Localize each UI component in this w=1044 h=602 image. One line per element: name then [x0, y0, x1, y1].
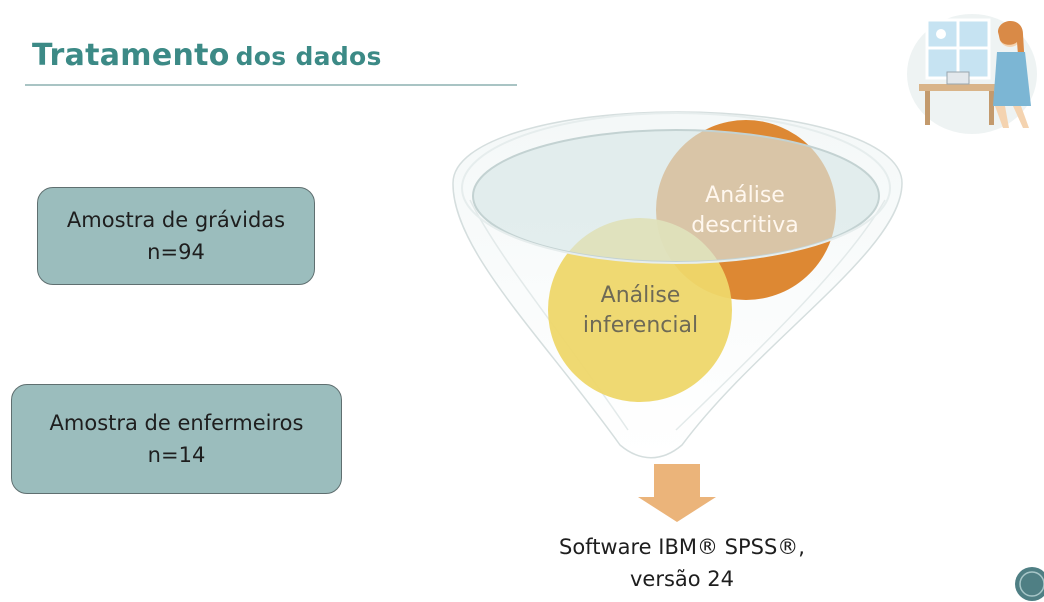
output-line: Software IBM® SPSS®,	[559, 535, 805, 559]
circle-label-line: Análise	[705, 183, 785, 208]
title-word-main: Tratamento	[32, 38, 230, 73]
sample-count: n=14	[147, 443, 206, 467]
down-arrow-icon	[638, 464, 716, 522]
output-software-label: Software IBM® SPSS®, versão 24	[520, 531, 844, 595]
circle-label-line: inferencial	[582, 313, 699, 338]
sample-label: Amostra de grávidas	[66, 208, 286, 232]
page-title: Tratamento dos dados	[32, 38, 382, 73]
woman-at-laptop-illustration	[907, 14, 1037, 134]
sample-box-pregnant: Amostra de grávidas n=94	[37, 187, 315, 285]
sample-box-nurses: Amostra de enfermeiros n=14	[11, 384, 342, 494]
slide-badge-icon	[1015, 567, 1044, 601]
circle-label-line: descritiva	[691, 213, 799, 238]
sample-label: Amostra de enfermeiros	[49, 411, 304, 435]
funnel-inner-line	[675, 199, 886, 431]
circle-label-descriptive: Análise descritiva	[660, 181, 830, 241]
title-word-secondary: dos dados	[235, 42, 382, 71]
sample-count: n=94	[147, 240, 205, 264]
funnel-rim-highlight	[461, 112, 891, 264]
title-underline	[25, 84, 517, 86]
output-line: versão 24	[629, 567, 735, 591]
circle-label-line: Análise	[600, 283, 681, 308]
circle-label-inferential: Análise inferencial	[548, 281, 733, 341]
circle-inferential-analysis	[548, 218, 732, 402]
